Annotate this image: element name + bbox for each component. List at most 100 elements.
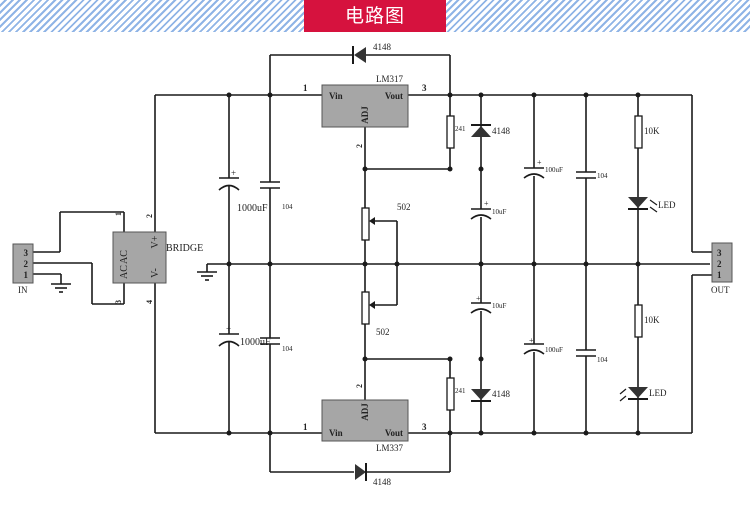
output-connector: 3 2 1 OUT bbox=[711, 242, 733, 295]
capacitor-electrolytic-icon bbox=[470, 302, 492, 314]
capacitor-ceramic-icon bbox=[576, 349, 596, 357]
resistor-icon bbox=[634, 115, 643, 149]
junction bbox=[635, 261, 641, 267]
junction bbox=[531, 430, 537, 436]
cap-bulk-bot-label: 1000uF bbox=[240, 337, 271, 348]
junction bbox=[267, 92, 273, 98]
lm317-pin-1: 1 bbox=[303, 83, 308, 93]
capacitor-ceramic-icon bbox=[260, 181, 280, 189]
bridge-pin-ac1: AC bbox=[119, 250, 130, 264]
junction bbox=[362, 166, 368, 172]
input-connector-body bbox=[12, 243, 34, 284]
junction bbox=[226, 430, 232, 436]
junction bbox=[267, 430, 273, 436]
led-bot-label: LED bbox=[649, 388, 667, 398]
resistor-led-bot-label: 10K bbox=[644, 315, 660, 325]
capacitor-electrolytic-icon bbox=[218, 333, 240, 347]
polarity-plus: + bbox=[226, 324, 231, 334]
pot-bot-label: 502 bbox=[376, 327, 390, 337]
junction bbox=[583, 430, 589, 436]
output-connector-body bbox=[711, 242, 733, 283]
resistor-icon bbox=[446, 115, 455, 149]
junction bbox=[226, 261, 232, 267]
capacitor-electrolytic-icon bbox=[523, 167, 545, 179]
bridge-pin-number-3: 3 bbox=[114, 300, 123, 304]
bridge-pin-ac2: AC bbox=[119, 265, 130, 279]
ground-icon bbox=[197, 271, 217, 281]
wires bbox=[33, 54, 712, 473]
junction bbox=[362, 356, 368, 362]
led-top-label: LED bbox=[658, 200, 676, 210]
output-connector-label: OUT bbox=[711, 285, 730, 295]
resistor-set-top-label: 241 bbox=[455, 125, 466, 133]
bridge-rectifier: AC AC V+ V- BRIDGE 1 2 3 4 bbox=[112, 212, 203, 304]
junction bbox=[583, 261, 589, 267]
polarity-plus: + bbox=[537, 158, 542, 167]
lm317-vout: Vout bbox=[385, 91, 403, 101]
junction bbox=[478, 92, 484, 98]
capacitor-ceramic-icon bbox=[576, 171, 596, 179]
cap-ceramic-bot-label: 104 bbox=[282, 345, 293, 353]
diode-icon bbox=[471, 389, 491, 402]
diode-bypass-top-label: 4148 bbox=[373, 42, 392, 52]
led-icon bbox=[619, 387, 648, 402]
input-pin-3: 3 bbox=[24, 248, 29, 258]
junction bbox=[447, 430, 453, 436]
diode-prot-bot-label: 4148 bbox=[492, 389, 511, 399]
potentiometer-icon bbox=[361, 291, 375, 325]
resistor-icon bbox=[446, 377, 455, 411]
junction bbox=[583, 92, 589, 98]
junction bbox=[226, 92, 232, 98]
page-title: 电路图 bbox=[304, 0, 446, 32]
lm317-pin-2: 2 bbox=[355, 144, 364, 148]
output-pin-3: 3 bbox=[717, 248, 722, 258]
diode-prot-top-label: 4148 bbox=[492, 126, 511, 136]
capacitor-electrolytic-icon bbox=[470, 208, 492, 220]
cap-adj-bot-label: 10uF bbox=[492, 302, 507, 310]
lm337-name: LM337 bbox=[376, 443, 404, 453]
regulator-lm337-body bbox=[321, 399, 409, 442]
input-connector: 3 2 1 IN bbox=[12, 243, 34, 295]
input-pin-2: 2 bbox=[24, 259, 29, 269]
polarity-plus: + bbox=[484, 199, 489, 208]
junction bbox=[478, 261, 484, 267]
cap-out-top-label: 100uF bbox=[545, 166, 563, 174]
polarity-plus: + bbox=[529, 336, 534, 345]
lm317-vin: Vin bbox=[329, 91, 343, 101]
lm317-name: LM317 bbox=[376, 74, 404, 84]
lm337-pin-3: 3 bbox=[422, 422, 427, 432]
resistor-set-bot-label: 241 bbox=[455, 387, 466, 395]
cap-out-cer-top-label: 104 bbox=[597, 172, 608, 180]
regulator-lm317-body bbox=[321, 84, 409, 128]
resistor-led-top-label: 10K bbox=[644, 126, 660, 136]
capacitor-electrolytic-icon bbox=[218, 177, 240, 191]
lm317-adj: ADJ bbox=[360, 106, 370, 124]
cap-ceramic-top-label: 104 bbox=[282, 203, 293, 211]
lm337-vin: Vin bbox=[329, 428, 343, 438]
junction bbox=[447, 166, 453, 172]
polarity-plus: + bbox=[231, 168, 236, 178]
input-pin-1: 1 bbox=[24, 270, 29, 280]
bridge-pin-vminus: V- bbox=[150, 268, 161, 278]
lm317-pin-3: 3 bbox=[422, 83, 427, 93]
capacitor-electrolytic-icon bbox=[523, 343, 545, 355]
bridge-pin-number-4: 4 bbox=[145, 300, 154, 304]
output-pin-1: 1 bbox=[717, 270, 722, 280]
cap-out-cer-bot-label: 104 bbox=[597, 356, 608, 364]
junction bbox=[531, 92, 537, 98]
potentiometer-icon bbox=[361, 207, 375, 241]
polarity-plus: + bbox=[476, 294, 481, 303]
junction bbox=[635, 430, 641, 436]
junction bbox=[478, 356, 484, 362]
output-pin-2: 2 bbox=[717, 259, 722, 269]
cap-adj-top-label: 10uF bbox=[492, 208, 507, 216]
junction bbox=[478, 430, 484, 436]
pot-top-label: 502 bbox=[397, 202, 411, 212]
input-connector-label: IN bbox=[18, 285, 28, 295]
bridge-body bbox=[112, 231, 167, 284]
diode-bypass-bot-label: 4148 bbox=[373, 477, 392, 487]
junctions bbox=[226, 92, 641, 436]
cap-bulk-top-label: 1000uF bbox=[237, 203, 268, 214]
junction bbox=[362, 261, 368, 267]
